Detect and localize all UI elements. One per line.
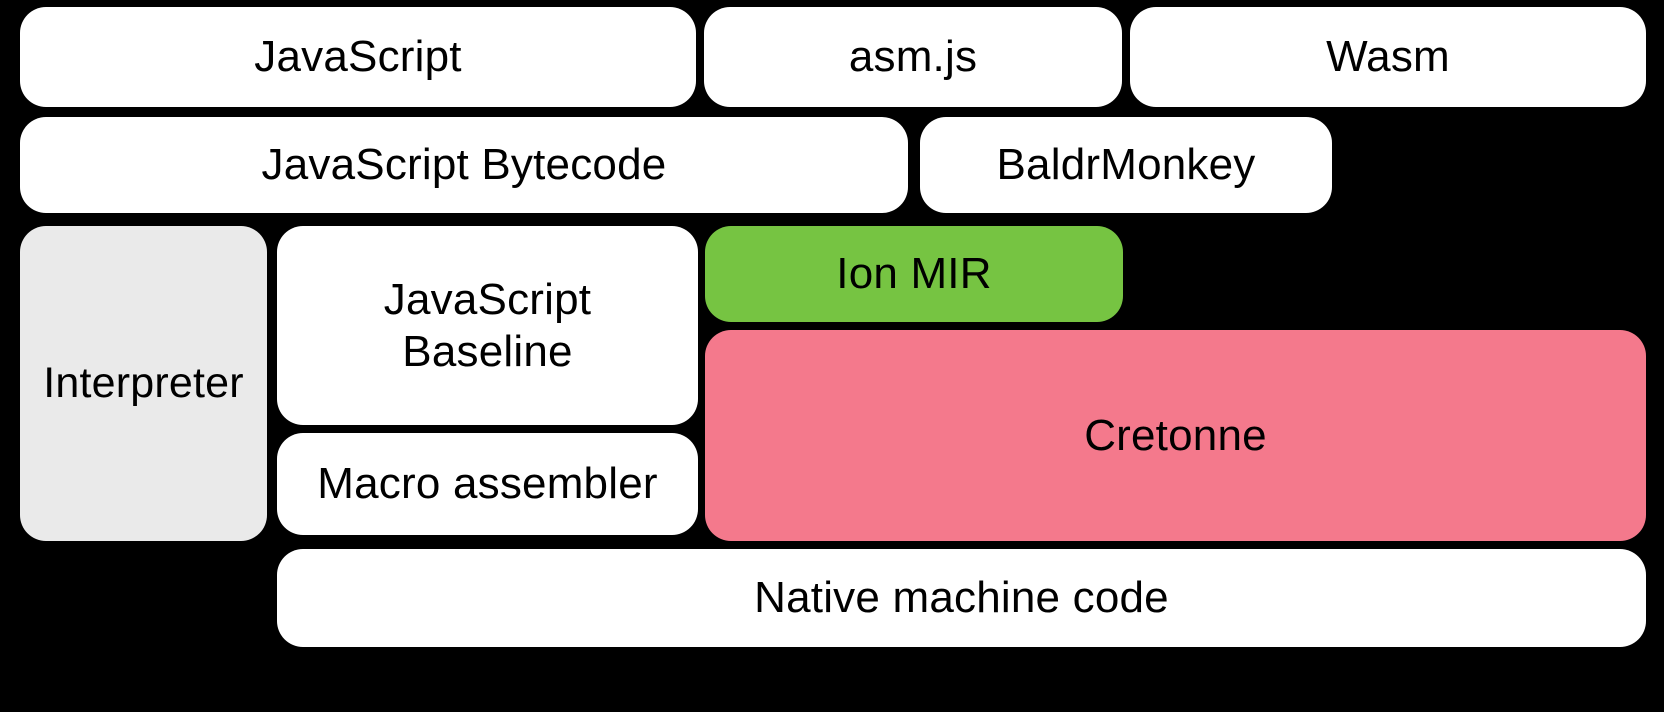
node-javascript-bytecode: JavaScript Bytecode <box>20 117 908 213</box>
node-javascript: JavaScript <box>20 7 696 107</box>
node-baldrmonkey: BaldrMonkey <box>920 117 1332 213</box>
node-javascript-baseline: JavaScript Baseline <box>277 226 698 425</box>
node-asm-js: asm.js <box>704 7 1122 107</box>
node-ion-mir: Ion MIR <box>705 226 1123 322</box>
node-native-machine-code: Native machine code <box>277 549 1646 647</box>
node-cretonne: Cretonne <box>705 330 1646 541</box>
node-interpreter: Interpreter <box>20 226 267 541</box>
node-wasm: Wasm <box>1130 7 1646 107</box>
node-macro-assembler: Macro assembler <box>277 433 698 535</box>
